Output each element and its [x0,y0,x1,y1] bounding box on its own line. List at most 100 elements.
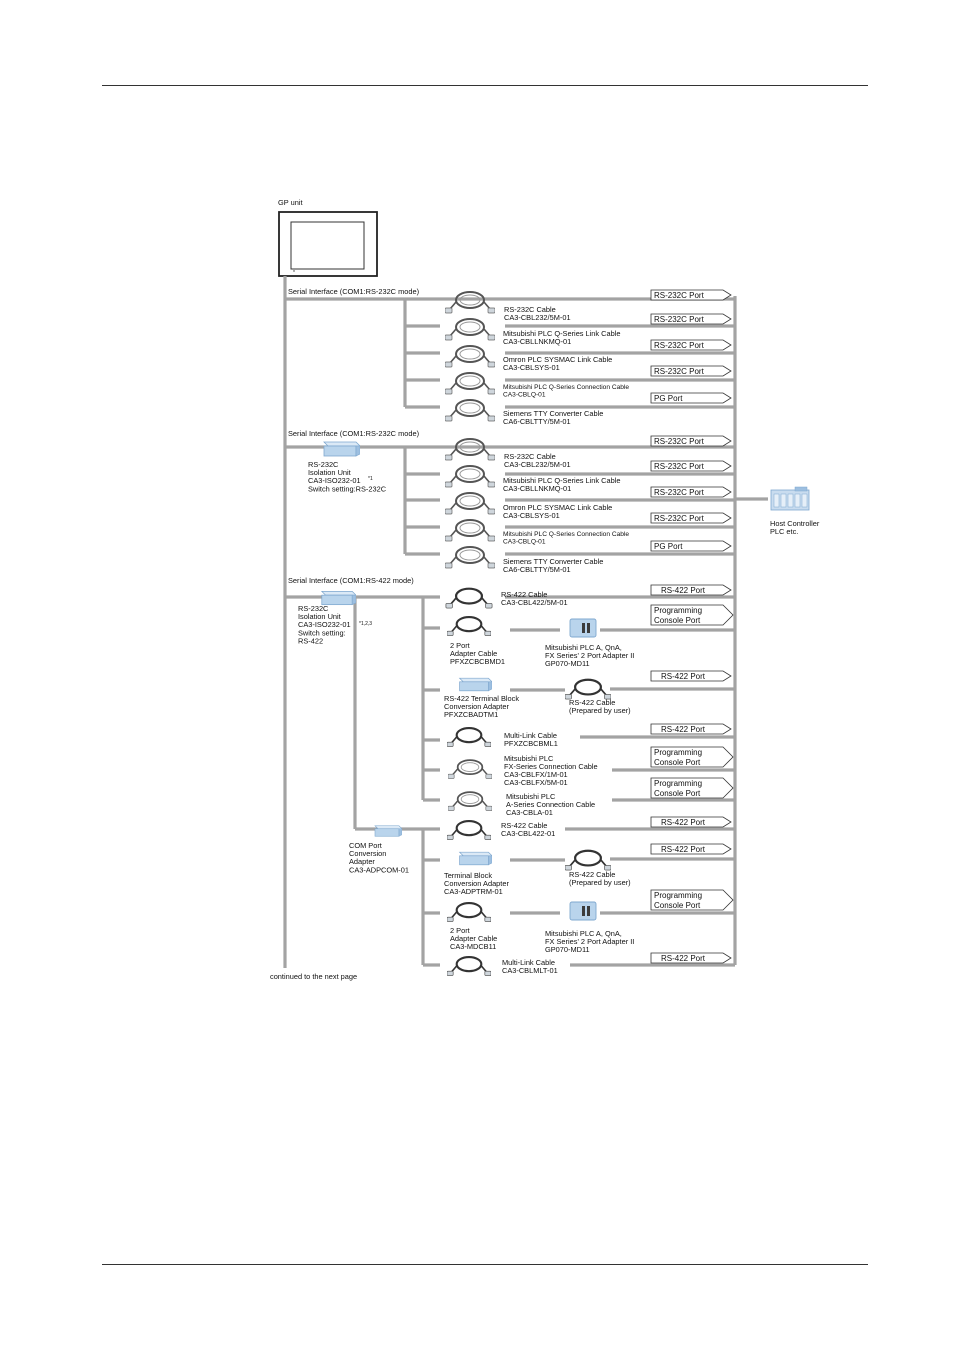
text-line: CA3-CBLFX/5M-01 [504,778,568,787]
text-line: RS-422 Port [661,725,706,734]
port-tag: PG Port [650,392,732,404]
text-line: RS-422 Port [661,672,706,681]
text-line: Switch setting:RS-232C [308,484,387,493]
text-line: Conversion Adapter [444,879,509,888]
cable-icon [445,345,495,368]
text-line: Siemens TTY Converter Cable [503,409,603,418]
text-line: CA6-CBLTTY/5M-01 [503,565,571,574]
text-line: PG Port [654,394,683,403]
cable-icon [445,465,495,488]
text-line: GP070-MD11 [545,945,590,954]
port-tag-label: RS-422 Port [661,954,706,963]
text-line: PG Port [654,542,683,551]
text-line: Programming [654,748,702,757]
text-line: Conversion [349,849,386,858]
text-line: CA3-CBL232/5M-01 [504,313,571,322]
port-tag: RS-232C Port [650,339,732,351]
cable-icon [447,819,491,841]
text-line: FX Series' 2 Port Adapter II [545,651,634,660]
text-line: CA3-CBLLNKMQ-01 [503,337,571,346]
cable-label: RS-422 Cable(Prepared by user) [569,870,631,887]
text-line: Mitsubishi PLC Q-Series Connection Cable [503,384,629,391]
text-line: Omron PLC SYSMAC Link Cable [503,503,612,512]
text-line: CA3-CBLLNKMQ-01 [503,484,571,493]
text-line: 2 Port [450,926,470,935]
port-tag-label: RS-232C Port [654,291,705,300]
cable-icon [445,438,495,461]
text-line: Adapter Cable [450,934,497,943]
cable-icon [447,615,491,637]
text-line: RS-422 Terminal Block [444,694,519,703]
port-tag-label: RS-232C Port [654,341,705,350]
cable-icon [448,759,492,780]
port-tag-label: RS-232C Port [654,488,705,497]
text-line: (Prepared by user) [569,878,631,887]
cable-icon [445,519,495,542]
text-line: CA3-CBLSYS-01 [503,511,560,520]
text-line: Mitsubishi PLC Q-Series Link Cable [503,329,620,338]
section-label: Serial Interface (COM1:RS-232C mode) [288,429,419,438]
cable-label: RS-422 Cable(Prepared by user) [569,698,631,715]
port-tag-label: RS-232C Port [654,315,705,324]
port-tag-label: RS-422 Port [661,845,706,854]
gp-unit-label: GP unit [278,198,303,207]
text-line: RS-232C Cable [504,452,556,461]
text-line: Mitsubishi PLC Q-Series Link Cable [503,476,620,485]
text-line: CA3-ISO232-01 [308,476,361,485]
text-line: Programming [654,779,702,788]
cable-label: Mitsubishi PLC Q-Series Connection Cable… [503,531,629,546]
text-line: RS-232C [298,604,329,613]
cable-icon [445,492,495,515]
port-tag-label: RS-422 Port [661,818,706,827]
port-tag: RS-422 Port [650,843,732,855]
cable-icon [448,791,492,812]
text-line: RS-232C Port [654,291,705,300]
isolation-unit-icon [323,441,360,457]
text-line: COM Port [349,841,382,850]
cable-label: Mitsubishi PLC Q-Series Connection Cable… [503,384,629,399]
port-tag: RS-232C Port [650,486,732,498]
cable-labels: RS-232C Cable CA3-CBL232/5M-01 Mitsubishi… [444,305,634,975]
cable-icon [447,726,491,748]
text-line: Mitsubishi PLC Q-Series Connection Cable [503,531,629,538]
port-tag: RS-422 Port [650,723,732,735]
text-line: RS-232C Port [654,514,705,523]
port-tag: RS-232C Port [650,289,732,301]
port-tag-label: RS-422 Port [661,586,706,595]
cable-label: Mitsubishi PLC A, QnA,FX Series' 2 Port … [545,643,634,668]
text-line: RS-422 Cable [501,821,547,830]
cable-icon [445,318,495,341]
terminal-block-adapter-icon [459,677,492,692]
text-line: PFXZCBCBML1 [504,739,558,748]
text-line: Multi-Link Cable [504,731,557,740]
text-line: CA3-CBLMLT-01 [502,966,558,975]
text-line: FX Series' 2 Port Adapter II [545,937,634,946]
gp-unit-screen [290,221,365,270]
text-line: RS-232C Port [654,341,705,350]
text-line: Mitsubishi PLC A, QnA, [545,929,622,938]
text-line: GP070-MD11 [545,659,590,668]
text-line: RS-422 Cable [501,590,547,599]
text-line: Conversion Adapter [444,702,509,711]
two-port-adapter-icon [569,901,597,921]
text-line: RS-422 Cable [569,698,615,707]
cable-icon [447,901,491,923]
com-port-adapter-icon [374,825,402,837]
cable-icon [447,955,491,977]
isolation-unit-icon [321,590,356,606]
two-port-adapter-icon [569,618,597,638]
cable-icon [565,678,611,700]
